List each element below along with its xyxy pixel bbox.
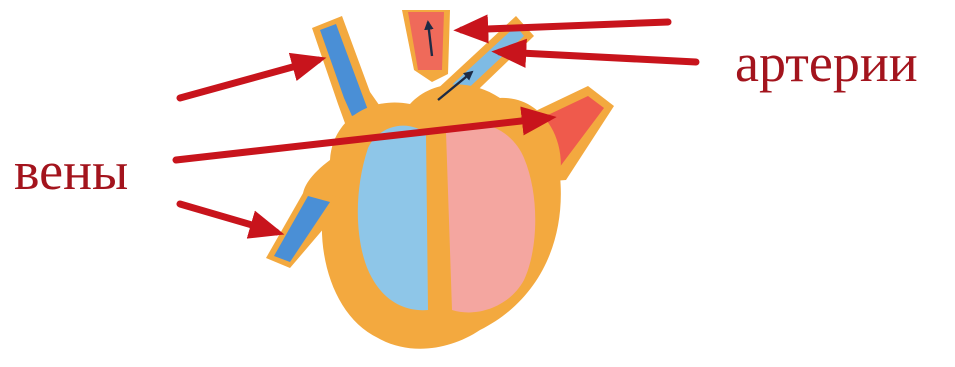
label-veins: вены [14,144,128,198]
label-arteries: артерии [735,36,918,90]
veins-pointer-arrow-lower [180,204,276,232]
arteries-pointer-arrow-upper [462,22,668,30]
veins-pointer-arrow-upper [180,60,318,98]
arteries-pointer-arrow-lower [500,52,696,62]
